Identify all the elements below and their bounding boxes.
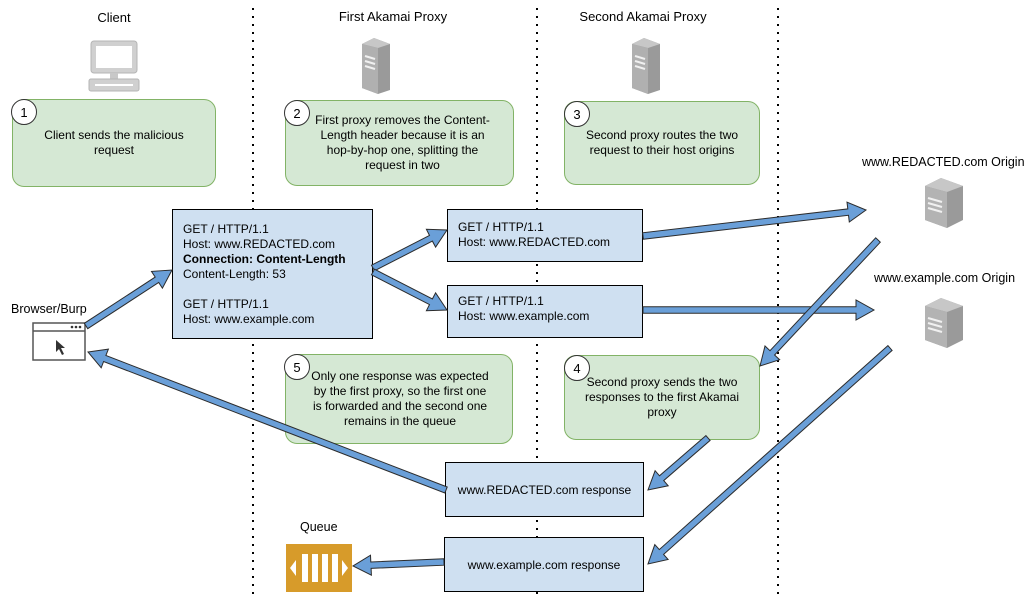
browser-label: Browser/Burp (11, 302, 87, 316)
response-example-box: www.example.com response (444, 537, 644, 592)
step-number-badge: 3 (564, 101, 590, 127)
server-icon (632, 38, 660, 94)
arrow-response-to-queue (351, 554, 445, 577)
step-note-5: Only one response was expected by the fi… (285, 354, 513, 444)
server-icon (362, 38, 390, 94)
arrow-to-redacted-response (647, 434, 711, 491)
step-number-badge: 5 (284, 354, 310, 380)
queue-icon (286, 544, 352, 592)
origin-label-example: www.example.com Origin (874, 271, 1016, 285)
arrow-origin-to-second-proxy (759, 237, 882, 367)
step-note-text: Only one response was expected by the fi… (311, 369, 489, 428)
column-title-client: Client (97, 10, 131, 25)
step-number-badge: 4 (564, 355, 590, 381)
request-host-line: Host: www.REDACTED.com (183, 237, 336, 251)
step-number-badge: 2 (284, 100, 310, 126)
step-note-1: Client sends the malicious request (12, 99, 216, 187)
response-label: www.example.com response (467, 557, 621, 572)
split-request-example-box: GET / HTTP/1.1 Host: www.example.com (447, 285, 643, 338)
arrow-response-to-browser (87, 348, 448, 494)
response-label: www.REDACTED.com response (457, 482, 632, 497)
arrow-to-redacted-origin (642, 201, 868, 240)
request-content-length-header: Content-Length: 53 (183, 267, 286, 281)
arrow-split-to-example-req (370, 268, 448, 312)
arrow-to-example-response (647, 344, 893, 565)
arrow-client-to-proxy (83, 269, 173, 330)
request-host-line: Host: www.example.com (183, 312, 315, 326)
malicious-request-box: GET / HTTP/1.1 Host: www.REDACTED.com Co… (172, 209, 373, 339)
step-note-3: Second proxy routes the two request to t… (564, 101, 760, 185)
response-redacted-box: www.REDACTED.com response (445, 462, 644, 517)
computer-icon (88, 40, 140, 92)
step-note-text: Second proxy routes the two request to t… (585, 128, 739, 157)
origin-label-redacted: www.REDACTED.com Origin (862, 155, 1025, 169)
server-icon (925, 178, 963, 228)
step-number-badge: 1 (11, 99, 37, 125)
column-title-first-proxy: First Akamai Proxy (338, 9, 448, 24)
request-line: GET / HTTP/1.1 (183, 297, 269, 311)
browser-window-icon (32, 322, 86, 361)
request-host-line: Host: www.example.com (458, 309, 590, 323)
request-line: GET / HTTP/1.1 (458, 294, 544, 308)
request-line: GET / HTTP/1.1 (458, 220, 544, 234)
step-note-text: Second proxy sends the two responses to … (584, 375, 740, 419)
request-connection-header: Connection: Content-Length (183, 252, 346, 266)
step-note-4: Second proxy sends the two responses to … (564, 355, 760, 440)
split-request-redacted-box: GET / HTTP/1.1 Host: www.REDACTED.com (447, 209, 643, 262)
step-note-2: First proxy removes the Content-Length h… (285, 100, 514, 186)
column-title-second-proxy: Second Akamai Proxy (579, 9, 707, 24)
request-line: GET / HTTP/1.1 (183, 222, 269, 236)
request-host-line: Host: www.REDACTED.com (458, 235, 611, 249)
arrow-to-example-origin (642, 299, 876, 321)
step-note-text: First proxy removes the Content-Length h… (315, 113, 490, 172)
server-icon (925, 298, 963, 348)
step-note-text: Client sends the malicious request (44, 128, 184, 157)
queue-label: Queue (300, 520, 338, 534)
arrow-split-to-redacted-req (370, 228, 448, 272)
cursor-icon (56, 340, 65, 355)
